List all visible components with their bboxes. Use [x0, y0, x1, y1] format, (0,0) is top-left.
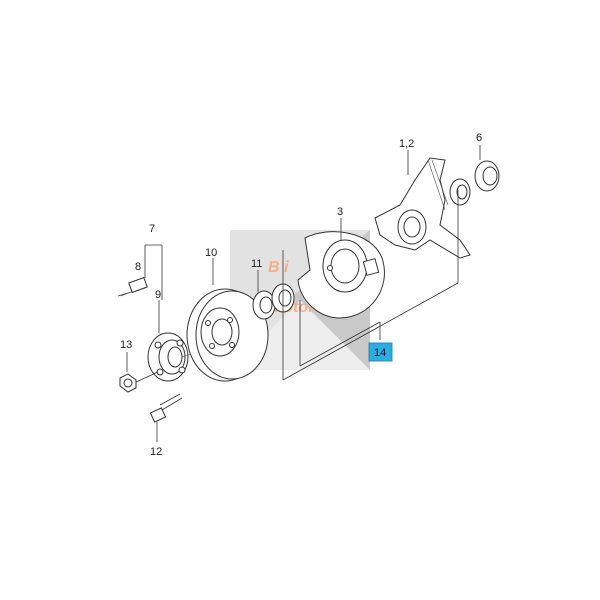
part-nut-13 [119, 373, 137, 393]
kit-14-bracket [282, 190, 459, 381]
part-hub-9 [147, 332, 221, 382]
part-bolt-8 [117, 276, 148, 297]
part-dust-shield-3 [297, 231, 385, 319]
callout-6: 6 [476, 132, 482, 144]
callout-1-2: 1,2 [399, 138, 414, 150]
callout-9: 9 [155, 289, 161, 301]
part-seal-6 [474, 160, 500, 192]
part-steering-knuckle-1-2 [374, 157, 471, 259]
callout-3: 3 [337, 206, 343, 218]
watermark-text-line1: B i [268, 259, 289, 276]
part-bearing [449, 178, 471, 206]
callout-13: 13 [120, 339, 132, 351]
leader-13b [135, 371, 159, 383]
callout-11: 11 [251, 258, 262, 270]
callout-8: 8 [135, 261, 141, 273]
callout-10: 10 [205, 247, 217, 259]
callout-14-highlight [368, 342, 393, 362]
callout-7: 7 [149, 223, 155, 235]
callout-12: 12 [150, 446, 162, 458]
part-bolt-12 [149, 393, 183, 423]
part-brake-disc-10 [186, 288, 269, 382]
callout-14: 14 [374, 347, 386, 359]
